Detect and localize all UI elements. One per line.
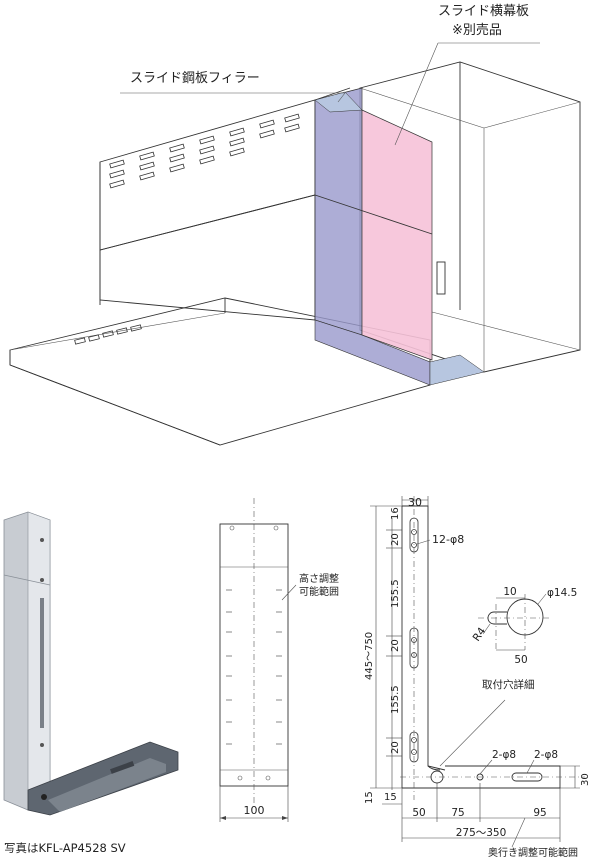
side-view-drawing xyxy=(370,496,585,848)
dim-depth-range: 275～350 xyxy=(456,827,507,839)
dim-hole-spec: 12-φ8 xyxy=(432,533,464,546)
dim-slot-left: 2-φ8 xyxy=(492,749,516,761)
hole-detail-drawing xyxy=(439,593,550,767)
bracket-photo xyxy=(3,511,179,816)
hole-detail-title: 取付穴詳細 xyxy=(482,678,535,691)
dim-base-height: 30 xyxy=(580,773,591,786)
cross-panel xyxy=(361,109,433,361)
photo-caption: 写真はKFL-AP4528 SV xyxy=(4,841,126,855)
front-buttons xyxy=(74,324,142,345)
dim-hole-pitch-top: 20 xyxy=(390,533,401,546)
side-view-dim-labels: 30 16 20 12-φ8 155.5 20 155.5 20 445～750… xyxy=(364,496,591,839)
dim-seg-1: 155.5 xyxy=(390,579,401,608)
height-adjust-label-2: 可能範囲 xyxy=(299,585,339,598)
height-adjust-label-1: 高さ調整 xyxy=(299,572,339,585)
hole-detail-spacing: 50 xyxy=(514,654,527,666)
filler-callout: スライド鋼板フィラー xyxy=(130,71,260,86)
hole-detail-width: 10 xyxy=(503,586,516,598)
dim-base-a: 50 xyxy=(412,807,425,819)
dim-foot-offset: 15 xyxy=(384,792,397,803)
filler-bottom-light xyxy=(429,354,485,386)
cabinet-handle xyxy=(436,261,446,295)
hole-detail-radius: R4 xyxy=(471,625,489,644)
dim-top-width: 30 xyxy=(408,496,422,509)
dim-seg-2: 155.5 xyxy=(390,685,401,714)
hole-detail-diameter: φ14.5 xyxy=(547,587,577,599)
front-width-label: 100 xyxy=(244,804,265,817)
depth-adjust-label: 奥行き調整可能範囲 xyxy=(488,846,578,859)
range-hood-illustration xyxy=(9,42,581,446)
filler-panel xyxy=(314,87,363,336)
dim-top-offset: 16 xyxy=(390,507,401,520)
front-view-drawing xyxy=(219,498,297,822)
dim-base-b: 75 xyxy=(451,807,464,819)
dim-hole-pitch-bottom: 20 xyxy=(390,741,401,754)
vent-slots xyxy=(109,113,300,189)
dim-slot-right: 2-φ8 xyxy=(534,749,558,761)
dim-base-c: 95 xyxy=(533,807,546,819)
dim-base-thickness: 15 xyxy=(364,791,375,804)
cross-panel-callout: スライド横幕板 xyxy=(438,4,529,19)
dim-hole-pitch-mid: 20 xyxy=(390,639,401,652)
dim-total-height: 445～750 xyxy=(364,632,375,680)
cross-panel-note: ※別売品 xyxy=(452,22,502,38)
